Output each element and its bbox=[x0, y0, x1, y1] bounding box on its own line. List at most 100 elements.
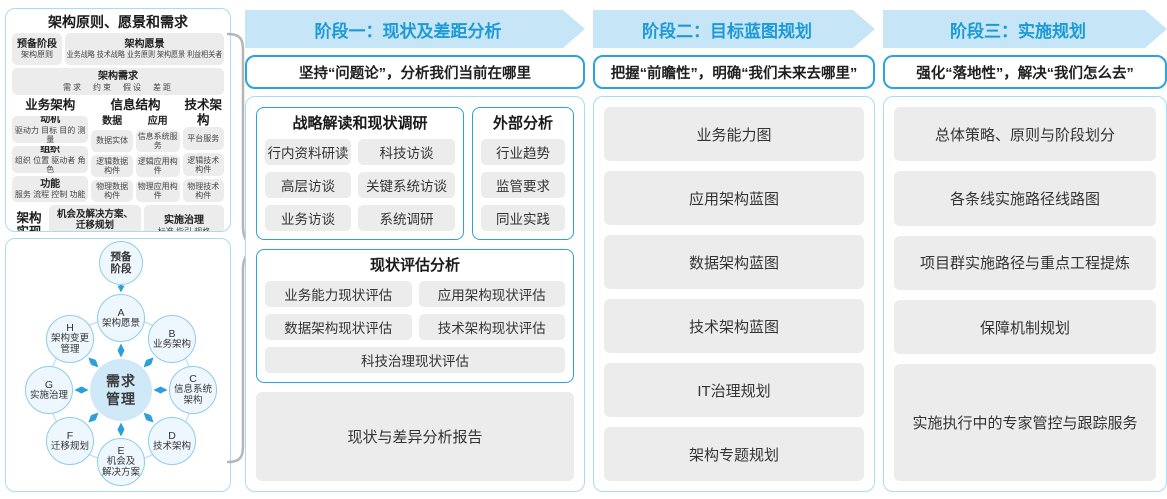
opportunities-migration-title: 机会及解决方案、 迁移规划 bbox=[56, 208, 133, 231]
implementation-governance-sub: 标准 指引 规格 bbox=[157, 226, 211, 232]
architecture-realization-label: 架构 实现 bbox=[16, 211, 42, 231]
technical-item: 物理技术构件 bbox=[182, 179, 224, 203]
phase-2-subtitle: 把握“前瞻性”，明确“我们未来去哪里” bbox=[610, 65, 858, 82]
architecture-framework-panel: 架构原则、愿景和需求 预备阶段 架构原则 架构愿景 业务战略 技术战略 业务原则… bbox=[5, 8, 231, 232]
framework-architecture-grid: 业务架构 信息结构 技术架构 动机 驱动力 目标 目的 测量 组织 组织 位置 … bbox=[12, 98, 224, 203]
adm-node-d: D 技术架构 bbox=[148, 417, 196, 465]
phase-1-top-row: 战略解读和现状调研 行内资料研读 科技访谈 高层访谈 关键系统访谈 业务访谈 系… bbox=[256, 107, 574, 240]
architecture-requirements-title: 架构需求 bbox=[98, 71, 138, 83]
external-analysis-group: 外部分析 行业趋势 监管要求 同业实践 bbox=[472, 107, 574, 240]
function-sub: 服务 流程 控制 功能 bbox=[14, 190, 86, 200]
adm-node-c: C 信息系统 架构 bbox=[169, 366, 217, 414]
requirements-management-label: 需求 管理 bbox=[106, 372, 136, 407]
blueprint-item: 架构专题规划 bbox=[604, 427, 864, 481]
strategy-item: 科技访谈 bbox=[358, 139, 455, 165]
double-arrow-icon bbox=[143, 412, 154, 423]
function-title: 功能 bbox=[40, 178, 61, 190]
data-column: 数据 数据实体 逻辑数据构件 物理数据构件 bbox=[91, 116, 133, 203]
architecture-vision-title: 架构愿景 bbox=[124, 38, 165, 50]
architecture-requirements-box: 架构需求 需求 约束 假设 差距 bbox=[12, 68, 224, 95]
phase-3-stack: 总体策略、原则与阶段划分 各条线实施路径线路图 项目群实施路径与重点工程提炼 保… bbox=[894, 107, 1156, 482]
application-item: 物理应用构件 bbox=[135, 180, 180, 203]
gap-analysis-report-box: 现状与差异分析报告 bbox=[256, 392, 574, 481]
strategy-item: 业务访谈 bbox=[265, 205, 352, 231]
phase-1-subtitle-box: 坚持“问题论”，分析我们当前在哪里 bbox=[245, 55, 585, 89]
blueprint-item: IT治理规划 bbox=[604, 363, 864, 417]
application-item: 信息系统服务 bbox=[135, 130, 180, 153]
strategy-research-grid: 行内资料研读 科技访谈 高层访谈 关键系统访谈 业务访谈 系统调研 bbox=[265, 139, 455, 231]
adm-center-circle: 需求 管理 bbox=[90, 359, 152, 421]
assessment-item: 应用架构现状评估 bbox=[418, 281, 565, 307]
implementation-item: 各条线实施路径线路图 bbox=[894, 171, 1156, 226]
external-item: 同业实践 bbox=[481, 205, 565, 231]
application-subheader: 应用 bbox=[147, 116, 168, 127]
adm-node-f: F 迁移规划 bbox=[46, 417, 94, 465]
information-structure-header: 信息结构 bbox=[110, 98, 161, 112]
organization-box: 组织 组织 位置 驱动者 角色 bbox=[12, 145, 89, 173]
business-architecture-header: 业务架构 bbox=[25, 98, 76, 112]
technical-column: 平台服务 逻辑技术构件 物理技术构件 bbox=[182, 116, 224, 203]
adm-prep-circle: 预备 阶段 bbox=[99, 241, 143, 285]
phase-3-subtitle-box: 强化“落地性”，解决“我们怎么去” bbox=[883, 55, 1167, 89]
organization-sub: 组织 位置 驱动者 角色 bbox=[14, 155, 86, 173]
phase-2-header: 阶段二：目标蓝图规划 bbox=[642, 21, 812, 41]
assessment-item: 科技治理现状评估 bbox=[265, 347, 565, 373]
adm-cycle-panel: 预备 阶段 需求 管理 A 架构愿景 B 业务架构 C 信息系统 架构 D 技术… bbox=[5, 238, 231, 492]
blueprint-item: 数据架构蓝图 bbox=[604, 235, 864, 289]
blueprint-item: 业务能力图 bbox=[604, 107, 864, 161]
motivation-box: 动机 驱动力 目标 目的 测量 bbox=[12, 116, 89, 143]
phase-3-subtitle: 强化“落地性”，解决“我们怎么去” bbox=[916, 65, 1134, 82]
strategy-item: 高层访谈 bbox=[265, 172, 352, 198]
phase-3-content-panel: 总体策略、原则与阶段划分 各条线实施路径线路图 项目群实施路径与重点工程提炼 保… bbox=[883, 96, 1167, 492]
organization-title: 组织 bbox=[40, 145, 61, 156]
phase-2-content-panel: 业务能力图 应用架构蓝图 数据架构蓝图 技术架构蓝图 IT治理规划 架构专题规划 bbox=[593, 96, 875, 492]
external-analysis-title: 外部分析 bbox=[492, 115, 553, 132]
phase-2-subtitle-box: 把握“前瞻性”，明确“我们未来去哪里” bbox=[593, 55, 875, 89]
assessment-item: 技术架构现状评估 bbox=[418, 314, 565, 340]
architecture-requirements-sub: 需求 约束 假设 差距 bbox=[63, 82, 173, 92]
framework-title: 架构原则、愿景和需求 bbox=[48, 14, 188, 30]
data-item: 物理数据构件 bbox=[91, 180, 133, 203]
phase-3-column: 阶段三：实施规划 强化“落地性”，解决“我们怎么去” 总体策略、原则与阶段划分 … bbox=[883, 10, 1167, 492]
blueprint-item: 技术架构蓝图 bbox=[604, 299, 864, 353]
external-item: 行业趋势 bbox=[481, 139, 565, 165]
technical-architecture-header: 技术架构 bbox=[184, 98, 223, 127]
phase-2-banner: 阶段二：目标蓝图规划 bbox=[593, 10, 875, 48]
strategy-item: 关键系统访谈 bbox=[358, 172, 455, 198]
strategy-research-title: 战略解读和现状调研 bbox=[292, 115, 428, 132]
phase-3-banner: 阶段三：实施规划 bbox=[883, 10, 1167, 48]
adm-node-b: B 业务架构 bbox=[148, 315, 196, 363]
opportunities-migration-box: 机会及解决方案、 迁移规划 工作包 架构契约 bbox=[49, 205, 141, 231]
motivation-sub: 驱动力 目标 目的 测量 bbox=[14, 125, 86, 143]
implementation-item: 实施执行中的专家管控与跟踪服务 bbox=[894, 364, 1156, 482]
architecture-realization-row: 架构 实现 机会及解决方案、 迁移规划 工作包 架构契约 实施治理 标准 指引 … bbox=[12, 205, 224, 232]
phase-1-subtitle: 坚持“问题论”，分析我们当前在哪里 bbox=[299, 65, 531, 82]
implementation-item: 总体策略、原则与阶段划分 bbox=[894, 107, 1156, 162]
technical-item: 平台服务 bbox=[182, 127, 224, 151]
data-item: 逻辑数据构件 bbox=[91, 155, 133, 178]
prep-phase-sub: 架构原则 bbox=[21, 50, 53, 60]
phase-1-content-panel: 战略解读和现状调研 行内资料研读 科技访谈 高层访谈 关键系统访谈 业务访谈 系… bbox=[245, 96, 585, 492]
application-item: 逻辑应用构件 bbox=[135, 155, 180, 178]
motivation-title: 动机 bbox=[40, 116, 61, 126]
adm-node-g: G 实施治理 bbox=[25, 366, 73, 414]
data-subheader: 数据 bbox=[102, 116, 123, 127]
phase-2-stack: 业务能力图 应用架构蓝图 数据架构蓝图 技术架构蓝图 IT治理规划 架构专题规划 bbox=[604, 107, 864, 481]
phase-1-banner: 阶段一：现状及差距分析 bbox=[245, 10, 585, 48]
phase-1-header: 阶段一：现状及差距分析 bbox=[314, 21, 502, 41]
adm-node-h: H 架构变更 管理 bbox=[46, 315, 94, 363]
strategy-item: 行内资料研读 bbox=[265, 139, 352, 165]
assessment-grid: 业务能力现状评估 应用架构现状评估 数据架构现状评估 技术架构现状评估 科技治理… bbox=[265, 281, 565, 373]
blueprint-item: 应用架构蓝图 bbox=[604, 171, 864, 225]
double-arrow-icon bbox=[88, 357, 99, 368]
phases-container: 阶段一：现状及差距分析 坚持“问题论”，分析我们当前在哪里 战略解读和现状调研 … bbox=[245, 10, 1167, 492]
external-analysis-grid: 行业趋势 监管要求 同业实践 bbox=[481, 139, 565, 231]
double-arrow-icon bbox=[143, 357, 154, 368]
application-column: 应用 信息系统服务 逻辑应用构件 物理应用构件 bbox=[135, 116, 180, 203]
technical-item: 逻辑技术构件 bbox=[182, 153, 224, 177]
implementation-item: 保障机制规划 bbox=[894, 299, 1156, 355]
implementation-governance-box: 实施治理 标准 指引 规格 bbox=[144, 205, 224, 232]
assessment-title: 现状评估分析 bbox=[369, 257, 460, 274]
prep-phase-box: 预备阶段 架构原则 bbox=[12, 33, 62, 65]
